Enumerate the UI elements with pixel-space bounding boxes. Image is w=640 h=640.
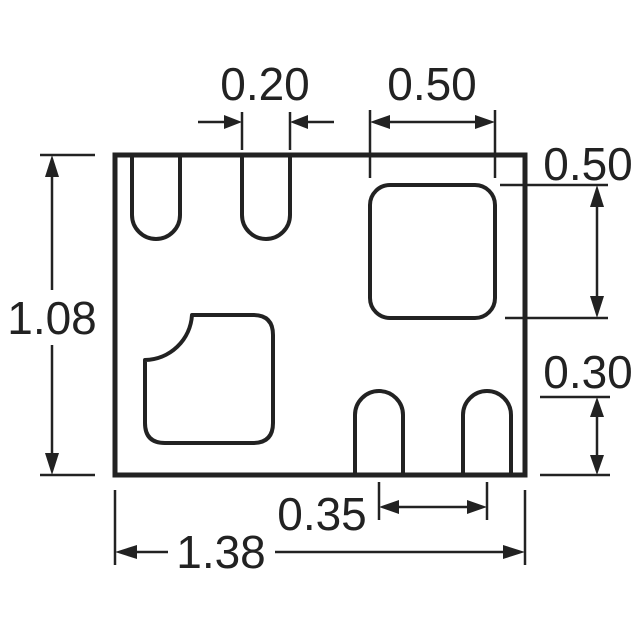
- pin-top-left: [130, 155, 182, 241]
- arrowhead: [379, 500, 399, 514]
- arrowhead: [467, 500, 487, 514]
- dim-label-body-height: 1.08: [7, 292, 97, 344]
- arrowhead: [115, 545, 137, 559]
- dim-label-body-width: 1.38: [176, 526, 266, 578]
- pin-bottom-right: [461, 389, 513, 475]
- arrowhead: [45, 453, 59, 475]
- pin-top-middle: [240, 155, 292, 241]
- arrowhead: [290, 115, 308, 129]
- arrowhead: [590, 397, 604, 417]
- dim-label-pad-height: 0.50: [543, 138, 633, 190]
- dim-label-pad-width: 0.50: [387, 58, 477, 110]
- thermal-pad-notched: [143, 313, 275, 445]
- arrowhead: [224, 115, 242, 129]
- arrowhead: [590, 185, 604, 207]
- arrowhead: [475, 115, 495, 129]
- arrowhead: [590, 296, 604, 318]
- arrowhead: [45, 155, 59, 177]
- pin-bottom-left: [353, 389, 405, 475]
- square-pad: [368, 183, 497, 320]
- dim-label-pad-pitch: 0.20: [220, 58, 310, 110]
- arrowhead: [370, 115, 390, 129]
- arrowhead: [503, 545, 525, 559]
- dim-label-pad-gap: 0.30: [543, 346, 633, 398]
- package-body-outline: [112, 152, 528, 478]
- arrowhead: [590, 455, 604, 475]
- dim-label-bottom-pitch: 0.35: [277, 488, 367, 540]
